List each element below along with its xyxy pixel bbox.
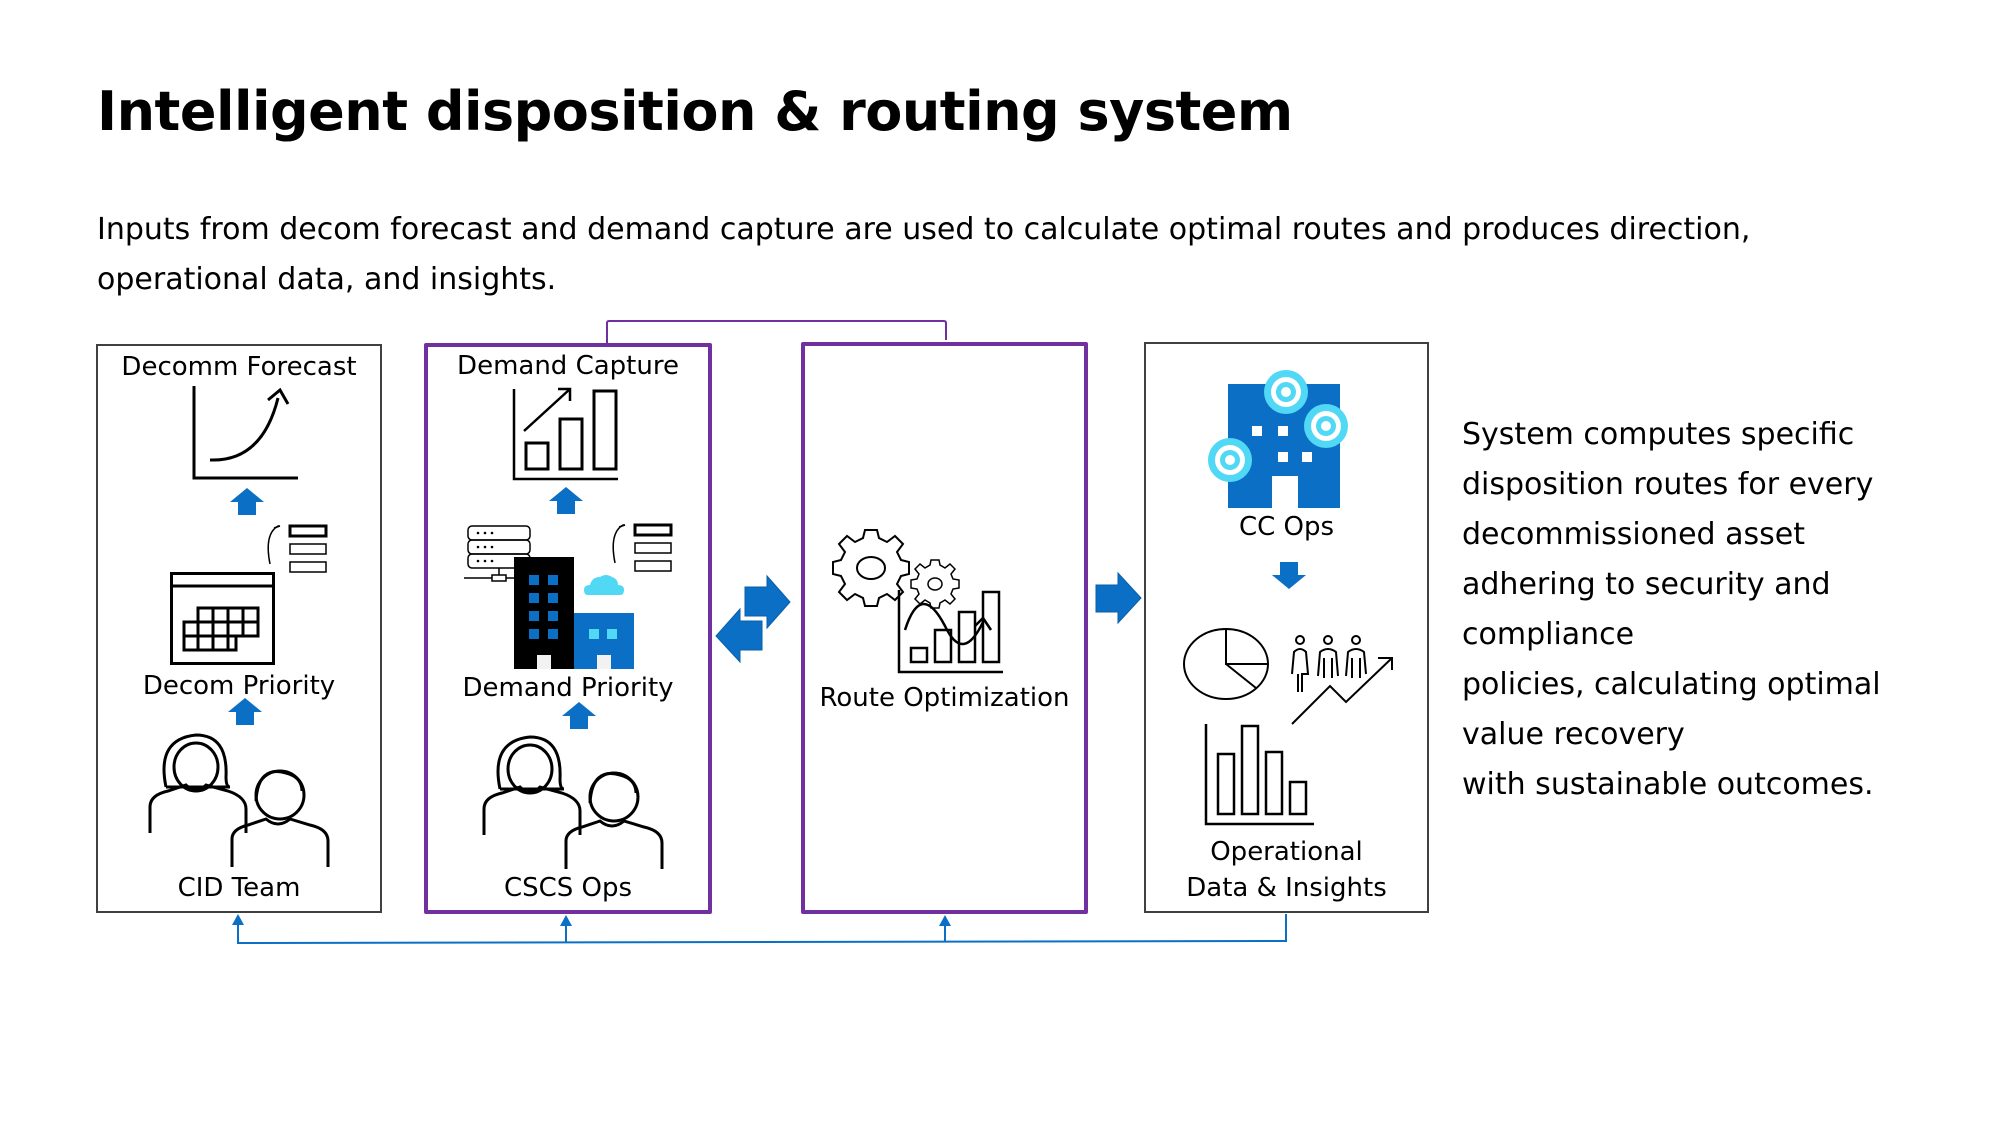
page-title: Intelligent disposition & routing system <box>97 80 1293 143</box>
feedback-arrow-cscs-icon <box>560 915 572 926</box>
people-icon <box>148 733 330 867</box>
calendar-icon <box>170 572 275 665</box>
arrow-right-icon <box>744 574 791 630</box>
cscs-ops-label: CSCS Ops <box>503 873 633 903</box>
cc-ops-box: CC Ops Operational Data & Insights <box>1144 342 1429 913</box>
pie-chart-icon <box>1183 628 1269 700</box>
feedback-arrow-route-icon <box>939 915 951 926</box>
arrow-left-icon <box>715 607 763 664</box>
demand-capture-label: Demand Capture <box>457 351 679 381</box>
arrow-up-icon <box>230 488 264 515</box>
cloud-icon <box>584 575 624 595</box>
route-optimization-box: Route Optimization <box>801 342 1088 914</box>
arrow-right-icon <box>1095 571 1142 625</box>
decomm-forecast-label: Decomm Forecast <box>121 352 357 382</box>
growth-chart-icon <box>192 386 298 480</box>
buildings-icon <box>514 557 634 669</box>
connected-building-icon <box>1208 370 1348 508</box>
priority-list-icon <box>267 524 328 573</box>
cscs-ops-box: Demand Capture <box>424 343 712 914</box>
cc-ops-label: CC Ops <box>1238 512 1335 542</box>
bar-chart-icon <box>1204 724 1314 826</box>
cid-team-label: CID Team <box>177 873 301 903</box>
feedback-line <box>237 914 1287 945</box>
route-optimization-label: Route Optimization <box>819 683 1070 713</box>
arrow-up-icon <box>228 698 262 725</box>
operational-data-insights-label: Operational Data & Insights <box>1186 837 1387 903</box>
system-description: System computes specific disposition rou… <box>1462 417 1881 802</box>
people-icon <box>482 735 664 869</box>
arrow-up-icon <box>549 487 583 514</box>
feedback-arrow-cid-icon <box>232 914 244 925</box>
arrow-down-icon <box>1272 562 1306 589</box>
decom-priority-label: Decom Priority <box>142 671 336 701</box>
bar-chart-icon <box>512 387 618 481</box>
cid-team-box: Decomm Forecast Decom Priority <box>96 344 382 913</box>
people-growth-icon <box>1291 635 1393 725</box>
demand-priority-label: Demand Priority <box>462 673 674 703</box>
page-subtitle: Inputs from decom forecast and demand ca… <box>97 212 1751 297</box>
purple-bracket-connector <box>606 320 947 343</box>
gears-chart-icon <box>832 529 1003 674</box>
priority-list-icon <box>612 523 673 572</box>
arrow-up-icon <box>562 702 596 729</box>
